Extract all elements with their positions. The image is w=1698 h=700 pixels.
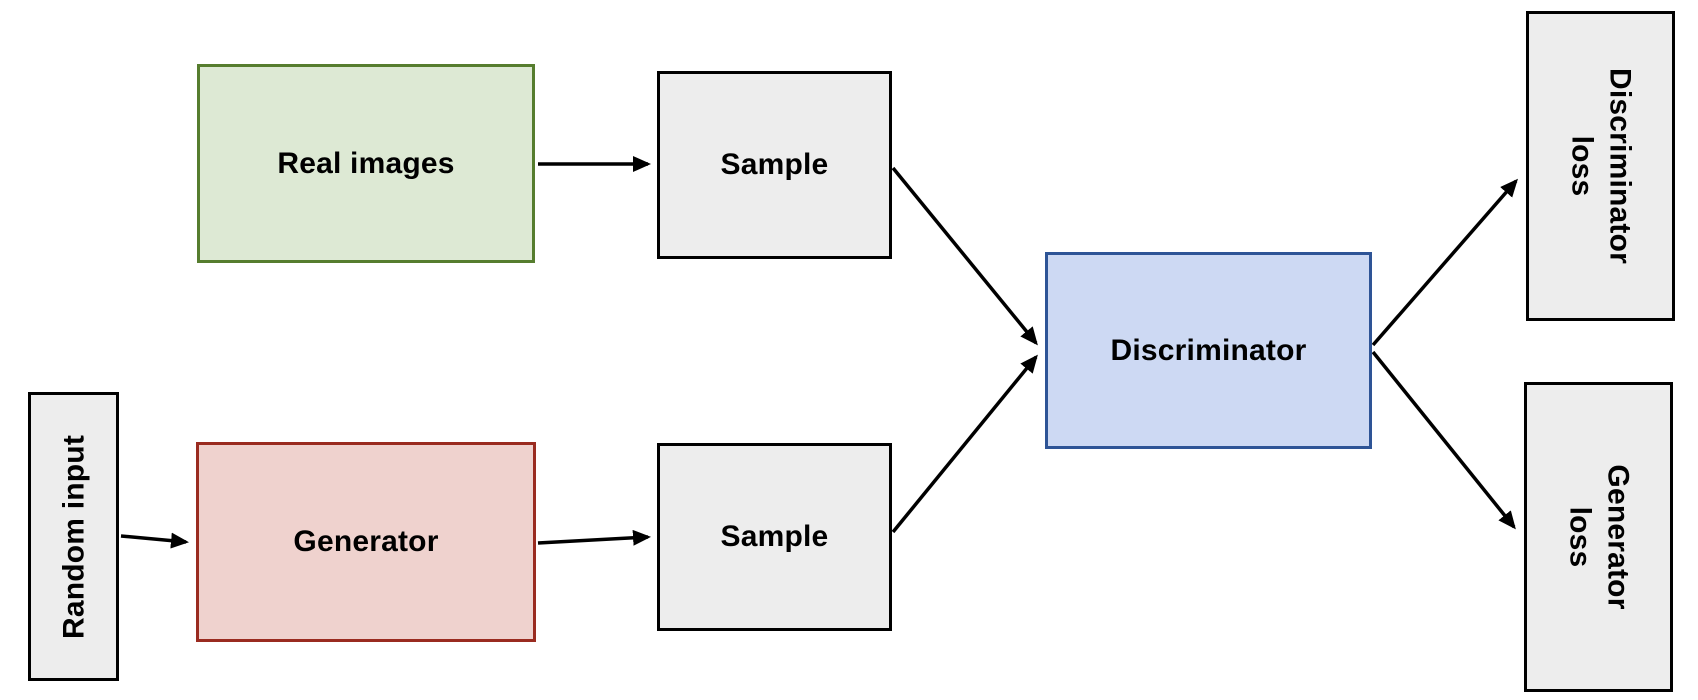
arrow-generator-to-sample xyxy=(537,529,651,546)
arrow-discriminator-to-discriminator-loss xyxy=(1371,178,1518,347)
node-label: Random input xyxy=(56,434,90,639)
node-generator-loss: Generator loss xyxy=(1524,382,1673,692)
node-label: Sample xyxy=(720,148,829,181)
node-label-line-2: loss xyxy=(1565,135,1599,197)
node-discriminator: Discriminator xyxy=(1045,252,1372,449)
node-label-line-1: Discriminator xyxy=(1603,68,1636,264)
node-generator: Generator xyxy=(196,442,536,642)
node-label: Real images xyxy=(277,146,455,180)
node-label: Sample xyxy=(720,520,829,553)
arrow-discriminator-to-generator-loss xyxy=(1371,350,1516,530)
node-discriminator-loss: Discriminator loss xyxy=(1526,11,1675,321)
node-sample-top: Sample xyxy=(657,71,892,259)
node-label: Discriminator loss xyxy=(1563,68,1638,264)
node-sample-bottom: Sample xyxy=(657,443,892,631)
node-label-line-2: loss xyxy=(1563,506,1597,568)
node-label: Generator loss xyxy=(1561,464,1636,609)
node-real-images: Real images xyxy=(197,64,535,263)
node-label: Generator xyxy=(293,525,439,558)
node-label-line-1: Generator xyxy=(1601,464,1634,610)
node-label: Discriminator xyxy=(1110,333,1307,367)
arrow-sample-top-to-discriminator xyxy=(891,166,1038,346)
arrow-sample-bottom-to-discriminator xyxy=(891,354,1038,534)
node-random-input: Random input xyxy=(28,392,119,681)
arrow-random-input-to-generator xyxy=(120,532,189,549)
